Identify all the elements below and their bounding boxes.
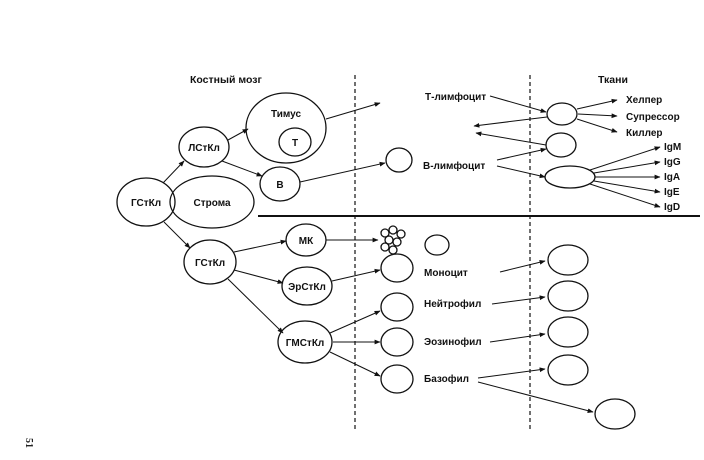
cell-monocyte-blood (380, 253, 414, 283)
node-thymus (245, 92, 327, 164)
arrow-gmstkl-to-neutrophil (329, 310, 381, 334)
label-igg: IgG (664, 157, 681, 168)
node-gstkl-myeloid (183, 239, 237, 285)
label-basophil: Базофил (424, 373, 469, 385)
arrow-eosinophil-to-tissue (489, 332, 546, 343)
label-helper: Хелпер (626, 95, 662, 106)
cell-basophil-tissue (594, 398, 636, 430)
cell-mast-tissue (547, 354, 589, 386)
label-suppressor: Супрессор (626, 112, 680, 123)
arrow-neutrophil-to-tissue (491, 295, 546, 305)
label-igm: IgM (664, 142, 681, 153)
node-thymus-label: Тимус (271, 109, 301, 120)
node-t-label: Т (292, 138, 298, 149)
arrow-lstkl-to-thymus (227, 128, 249, 141)
label-b-lymphocyte: В-лимфоцит (423, 160, 485, 172)
label-igd: IgD (664, 202, 680, 213)
label-neutrophil: Нейтрофил (424, 298, 481, 310)
node-gstkl-root (116, 177, 176, 227)
header-bone-marrow: Костный мозг (190, 74, 262, 86)
arrow-basophil-to-tissue (477, 381, 594, 413)
label-iga: IgA (664, 172, 680, 183)
arrow-basophil-to-mast (477, 367, 546, 379)
label-ige: IgE (664, 187, 680, 198)
cell-plasma (544, 165, 596, 189)
arrow-gstkl-to-mk (233, 239, 287, 253)
arrow-b-out (299, 161, 386, 183)
arrow-to-ige (593, 180, 661, 194)
node-b-label: В (276, 180, 283, 191)
node-stroma (169, 175, 255, 229)
erythrocyte (424, 234, 450, 256)
label-killer: Киллер (626, 128, 663, 139)
cell-neutrophil-blood (380, 292, 414, 322)
node-lstkl-label: ЛСтКл (188, 143, 220, 154)
arrow-root-to-lstkl (162, 160, 185, 184)
arrow-to-suppressor (577, 113, 618, 119)
cell-neutrophil-tissue (547, 280, 589, 312)
cell-b-blood (385, 147, 413, 173)
arrow-monocyte-to-tissue (499, 259, 546, 273)
arrow-gmstkl-to-basophil (329, 351, 381, 377)
arrow-to-igg (593, 160, 661, 174)
arrow-b-lymph-to-tissue (496, 147, 547, 161)
label-eosinophil: Эозинофил (424, 336, 482, 348)
cell-eosinophil-blood (380, 327, 414, 357)
cell-t-tissue (546, 102, 578, 126)
arrow-lstkl-to-b (221, 160, 263, 177)
arrow-gstkl-to-gmstkl (227, 278, 284, 334)
arrow-t-lymph-to-tissue (489, 95, 547, 113)
label-monocyte: Моноцит (424, 268, 468, 279)
cell-t-recirculating (545, 132, 577, 158)
platelets-cluster (380, 225, 406, 255)
arrow-to-igd (589, 183, 661, 208)
header-tissues: Ткани (598, 74, 628, 86)
arrow-to-igm (589, 146, 661, 171)
arrow-recirculating-to-blood (475, 131, 547, 146)
cell-eosinophil-tissue (547, 316, 589, 348)
arrow-tissue-to-blood (473, 116, 548, 128)
label-t-lymphocyte: Т-лимфоцит (425, 91, 486, 103)
cell-macrophage-tissue (547, 244, 589, 276)
node-stroma-label: Строма (193, 198, 230, 209)
arrow-to-helper (576, 98, 618, 110)
node-gstkl-root-label: ГСтКл (131, 198, 161, 209)
cell-basophil-blood (380, 364, 414, 394)
node-b (259, 166, 301, 202)
arrow-erstkl-to-blood (331, 268, 381, 282)
node-t (278, 127, 312, 157)
page-number: 51 (23, 438, 34, 448)
arrow-gstkl-to-erstkl (233, 269, 284, 284)
node-gstkl-myeloid-label: ГСтКл (195, 258, 225, 269)
arrow-root-to-gstkl (163, 221, 191, 249)
node-lstkl (178, 126, 230, 168)
arrow-b-lymph-to-plasma (496, 165, 546, 179)
node-mk-label: МК (299, 236, 314, 247)
arrow-thymus-out (325, 102, 381, 120)
node-erstkl (281, 266, 333, 306)
node-erstkl-label: ЭрСтКл (288, 282, 326, 293)
arrow-to-killer (576, 118, 618, 133)
node-gmstkl-label: ГМСтКл (286, 338, 325, 349)
node-gmstkl (277, 320, 333, 364)
